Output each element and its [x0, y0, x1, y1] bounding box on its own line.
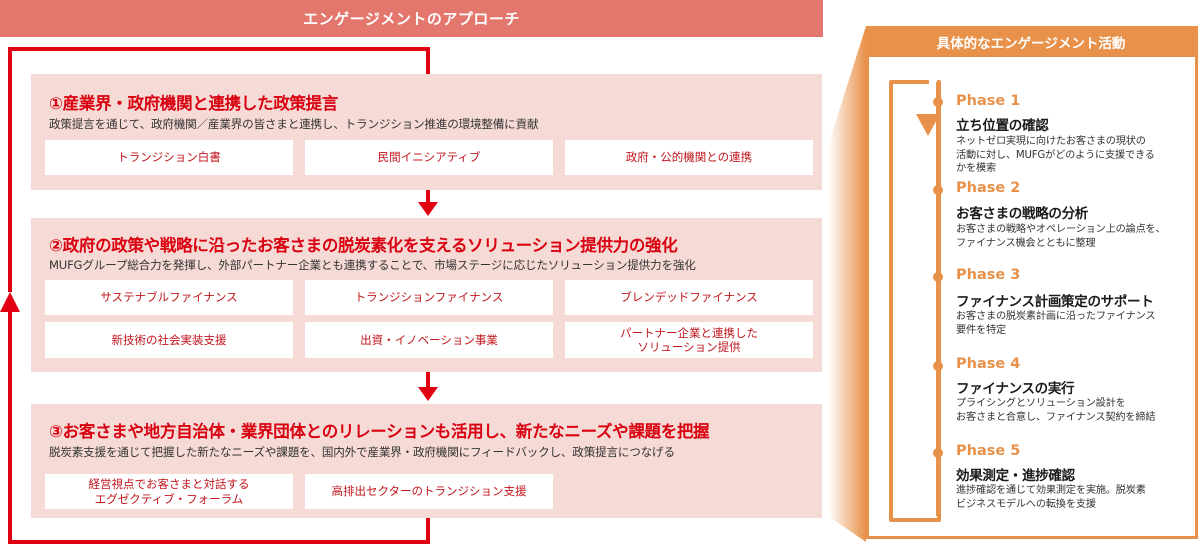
- phase-dot-5: [933, 448, 943, 458]
- section-description: 脱炭素支援を通じて把握した新たなニーズや課題を、国内外で産業界・政府機関にフィー…: [49, 445, 675, 459]
- phase-title-2: お客さまの戦略の分析: [956, 206, 1088, 222]
- section-description: MUFGグループ総合力を発揮し、外部パートナー企業とも連携することで、市場ステー…: [49, 258, 696, 272]
- section-title: ①産業界・政府機関と連携した政策提言: [49, 94, 339, 113]
- activities-panel: [866, 26, 1198, 539]
- chip-transition-finance: トランジションファイナンス: [305, 280, 553, 315]
- phase-dot-2: [933, 185, 943, 195]
- phase-title-5: 効果測定・進捗確認: [956, 468, 1075, 484]
- arrow-1-2-stem: [426, 190, 430, 203]
- section-title: ③お客さまや地方自治体・業界団体とのリレーションも活用し、新たなニーズや課題を把…: [49, 422, 710, 441]
- loop-line-top-down: [426, 47, 430, 75]
- chip-partner-solutions: パートナー企業と連携した ソリューション提供: [565, 322, 813, 358]
- chip-blended-finance: ブレンデッドファイナンス: [565, 280, 813, 315]
- phase-label-3: Phase 3: [956, 267, 1021, 283]
- phase-label-5: Phase 5: [956, 443, 1021, 459]
- phase-description-2: お客さまの戦略やオペレーション上の論点を、 ファイナンス機会とともに整理: [956, 224, 1166, 249]
- arrow-down-icon: [418, 387, 438, 401]
- chip-high-emission-transition: 高排出セクターのトランジション支援: [305, 474, 553, 509]
- loop-arrow-down-icon: [916, 114, 940, 136]
- phase-description-1: ネットゼロ実現に向けたお客さまの現状の 活動に対し、MUFGがどのように支援でき…: [956, 136, 1155, 174]
- section-description: 政策提言を通じて、政府機関／産業界の皆さまと連携し、トランジション推進の環境整備…: [49, 117, 539, 131]
- approach-header: エンゲージメントのアプローチ: [0, 0, 823, 37]
- chip-new-technology-support: 新技術の社会実装支援: [45, 322, 293, 358]
- callout-connector: [828, 26, 866, 542]
- phase-title-1: 立ち位置の確認: [956, 118, 1049, 134]
- phase-description-5: 進捗確認を通じて効果測定を実施。脱炭素 ビジネスモデルへの転換を支援: [956, 485, 1146, 510]
- approach-section-2: ②政府の政策や戦略に沿ったお客さまの脱炭素化を支えるソリューション提供力の強化 …: [31, 218, 822, 372]
- chip-executive-forum: 経営視点でお客さまと対話する エグゼクティブ・フォーラム: [45, 474, 293, 509]
- phase-dot-1: [933, 97, 943, 107]
- phase-title-3: ファイナンス計画策定のサポート: [956, 294, 1154, 310]
- arrow-down-icon: [418, 202, 438, 216]
- loop-line-bottom: [8, 540, 430, 544]
- chip-sustainable-finance: サステナブルファイナンス: [45, 280, 293, 315]
- phase-label-4: Phase 4: [956, 356, 1021, 372]
- phase-dot-3: [933, 272, 943, 282]
- timeline-line: [936, 82, 940, 516]
- phase-description-4: プライシングとソリューション設計を お客さまと合意し、ファイナンス契約を締結: [956, 398, 1156, 423]
- loop-line-left-lower: [8, 312, 12, 544]
- loop-line-left-upper: [8, 47, 12, 292]
- phase-title-4: ファイナンスの実行: [956, 381, 1075, 397]
- loop-arrow-up-icon: [0, 292, 20, 312]
- phase-description-3: お客さまの脱炭素計画に沿ったファイナンス 要件を特定: [956, 311, 1156, 336]
- chip-private-initiative: 民間イニシアティブ: [305, 140, 553, 175]
- approach-section-3: ③お客さまや地方自治体・業界団体とのリレーションも活用し、新たなニーズや課題を把…: [31, 404, 822, 518]
- approach-section-1: ①産業界・政府機関と連携した政策提言 政策提言を通じて、政府機関／産業界の皆さま…: [31, 74, 822, 190]
- arrow-2-3-stem: [426, 372, 430, 388]
- loop-line-bottom-up: [426, 518, 430, 544]
- chip-government-collaboration: 政府・公的機関との連携: [565, 140, 813, 175]
- phase-label-1: Phase 1: [956, 93, 1021, 109]
- section-title: ②政府の政策や戦略に沿ったお客さまの脱炭素化を支えるソリューション提供力の強化: [49, 236, 678, 255]
- chip-investment-innovation: 出資・イノベーション事業: [305, 322, 553, 358]
- phase-dot-4: [933, 361, 943, 371]
- chip-transition-whitepaper: トランジション白書: [45, 140, 293, 175]
- phase-label-2: Phase 2: [956, 180, 1021, 196]
- loop-line-top: [8, 47, 430, 51]
- activities-header: 具体的なエンゲージメント活動: [866, 26, 1196, 57]
